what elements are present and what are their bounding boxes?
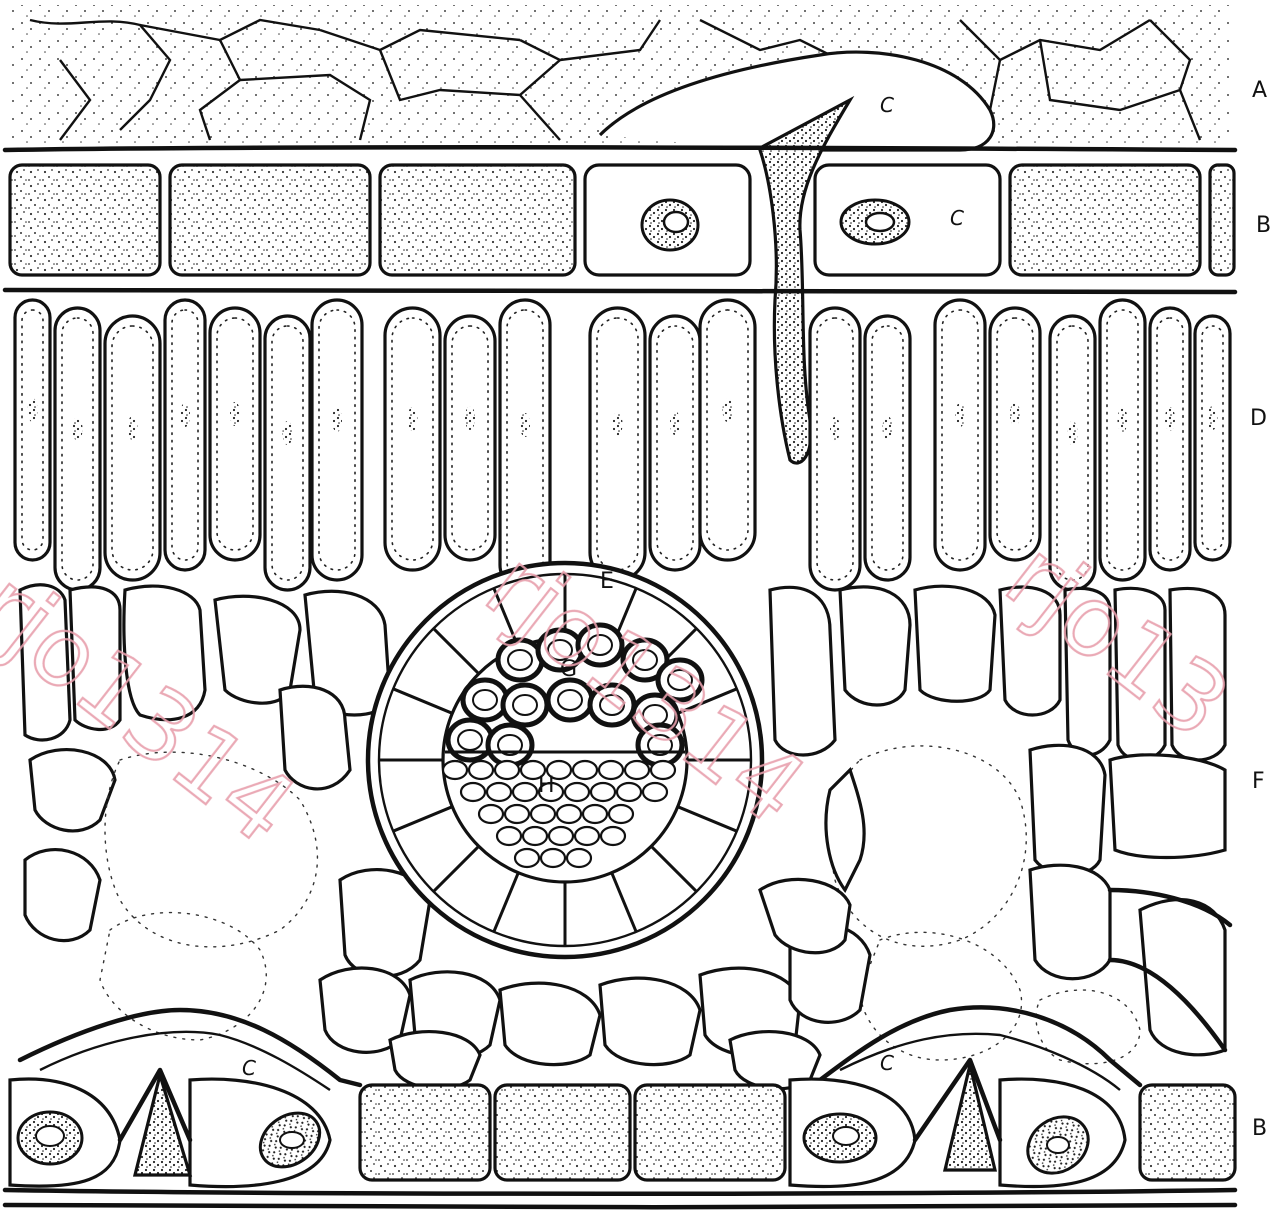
phloem-cell [609,805,633,823]
phloem-cell [573,761,597,779]
phloem-cell [523,827,547,845]
phloem-cell [549,827,573,845]
palisade-cell [55,308,100,590]
phloem-cell [583,805,607,823]
phloem-cell [541,849,565,867]
phloem-cell [625,761,649,779]
upper-epidermis-row [5,147,1235,292]
label-C-top-2: C [950,206,964,230]
phloem-cell [565,783,589,801]
palisade-cell [590,308,645,580]
row-labels: A B D F B [1250,78,1271,1141]
phloem-cell [601,827,625,845]
palisade-cell [1100,300,1145,580]
palisade-cell [210,308,260,560]
palisade-cell [445,316,495,560]
label-F: F [1252,769,1265,794]
palisade-cell [700,300,755,560]
phloem-cell [617,783,641,801]
xylem-cell [463,680,507,720]
phloem-cell [599,761,623,779]
xylem-cell [448,720,492,760]
phloem-cell [591,783,615,801]
label-H: H [538,773,555,798]
label-B-bottom: B [1252,1116,1267,1141]
phloem-cell [443,761,467,779]
phloem-cell [513,783,537,801]
xylem-cell [488,725,532,765]
phloem-cell [515,849,539,867]
palisade-cell [1195,316,1230,560]
phloem-cell [643,783,667,801]
phloem-cell [497,827,521,845]
phloem-cell [461,783,485,801]
phloem-cell [557,805,581,823]
label-D: D [1250,406,1267,431]
palisade-cell [385,308,440,570]
phloem-cell [479,805,503,823]
palisade-cell [865,316,910,580]
palisade-cell [650,316,700,570]
palisade-cell [990,308,1040,560]
palisade-cell [15,300,50,560]
xylem-cell [503,685,547,725]
palisade-cell [265,316,310,590]
label-B-top: B [1256,213,1271,238]
label-C-bottom-2: C [880,1051,894,1075]
phloem-cell [487,783,511,801]
palisade-cell [165,300,205,570]
palisade-cell [810,308,860,590]
palisade-cell [1150,308,1190,570]
phloem-cell [505,805,529,823]
phloem-cell [469,761,493,779]
phloem-cell [531,805,555,823]
phloem-cell [567,849,591,867]
phloem-cell [575,827,599,845]
label-C-top-1: C [880,93,894,117]
label-A: A [1252,78,1267,103]
label-C-bottom-1: C [242,1056,256,1080]
palisade-cell [105,316,160,580]
palisade-cell [935,300,985,570]
palisade-cell [312,300,362,580]
phloem-cell [495,761,519,779]
